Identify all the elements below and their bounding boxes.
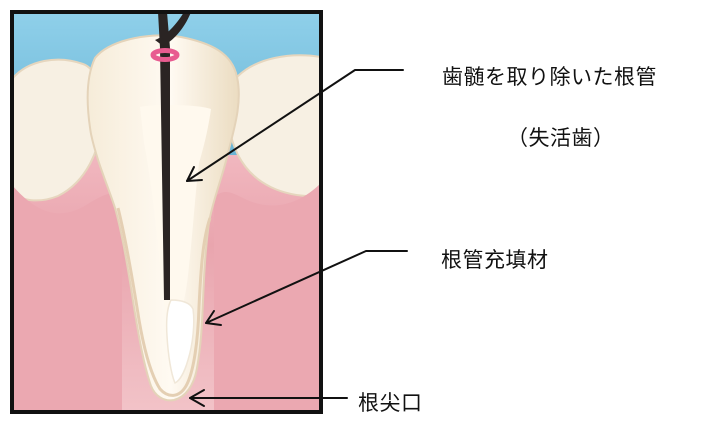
label-devital: （失活歯） (507, 128, 615, 149)
diagram-artwork (12, 12, 321, 412)
label-filling: 根管充填材 (441, 250, 549, 271)
label-root-canal: 歯髄を取り除いた根管 (442, 67, 657, 88)
right-gum-ridge (214, 183, 321, 412)
left-gum-ridge (12, 185, 122, 412)
label-apex: 根尖口 (358, 393, 423, 414)
